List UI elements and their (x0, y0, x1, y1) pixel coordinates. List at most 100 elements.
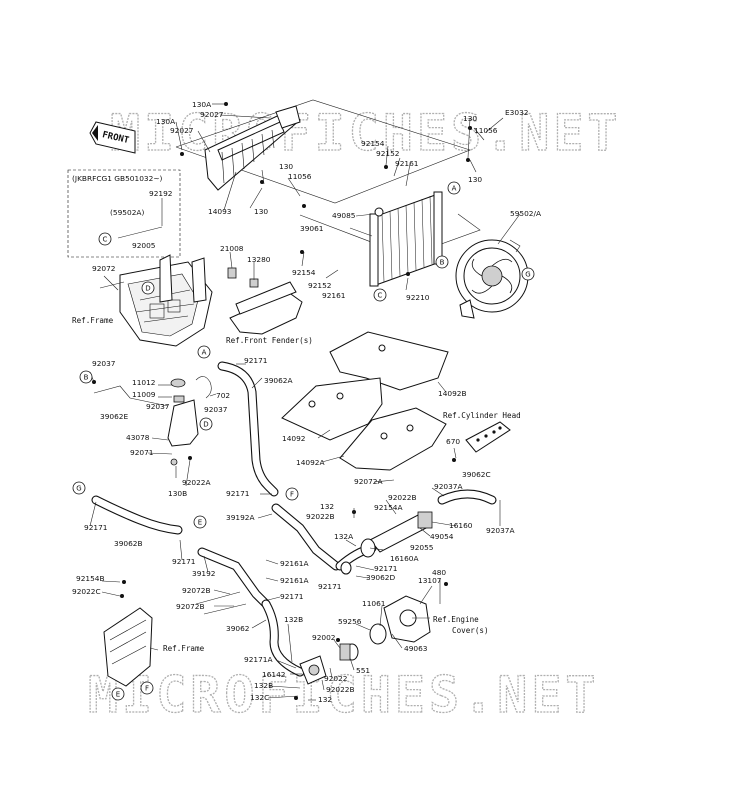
svg-text:D: D (203, 421, 208, 429)
cooling-fan-59502A (455, 239, 529, 319)
reservoir-tank-43078 (167, 376, 212, 466)
part-label: 130 (463, 114, 477, 123)
part-label: 39062D (366, 573, 396, 582)
part-label: 14092B (438, 389, 467, 398)
part-label: 92037 (146, 402, 170, 411)
part-label: 43078 (126, 433, 150, 442)
part-label: 13280 (247, 255, 271, 264)
front-direction-tag: FRONT (89, 121, 136, 154)
part-label: 92002 (312, 633, 336, 642)
svg-text:E: E (198, 519, 202, 527)
callout-G-fan: G (521, 267, 535, 281)
part-label: 49063 (404, 644, 428, 653)
ref-cylinder-head: Ref.Cylinder Head (443, 411, 521, 420)
part-label: 92161 (322, 291, 346, 300)
part-label: 92072 (92, 264, 116, 273)
part-label: 39192A (226, 513, 255, 522)
svg-text:C: C (103, 236, 108, 244)
part-label: 92171 (226, 489, 250, 498)
part-label: 39062B (114, 539, 143, 548)
part-label: 92171 (172, 557, 196, 566)
callout-C-note: C (98, 232, 112, 246)
part-label: 92152 (376, 149, 400, 158)
part-label: 92055 (410, 543, 434, 552)
water-pipe-assembly (340, 511, 433, 575)
callout-F-frame: F (140, 681, 154, 695)
callout-B-hose: B (79, 370, 93, 384)
part-label: 92152 (308, 281, 332, 290)
ref-front-fender: Ref.Front Fender(s) (226, 336, 313, 345)
svg-text:G: G (525, 271, 530, 279)
part-label: 92171 (374, 564, 398, 573)
part-59502A-note: (59502A) (110, 208, 144, 217)
part-label: 92072A (354, 477, 383, 486)
svg-text:B: B (440, 259, 445, 267)
part-label: 92022B (388, 493, 417, 502)
callout-F-hose: F (285, 487, 299, 501)
part-label: 49085 (332, 211, 356, 220)
radiator-shroud-14093 (204, 105, 301, 191)
part-label: 11056 (288, 172, 312, 181)
part-label: 92022B (306, 512, 335, 521)
part-label: 92171 (318, 582, 342, 591)
part-label: 14092 (282, 434, 306, 443)
part-label: 551 (356, 666, 370, 675)
ref-frame-bottom: Ref.Frame (163, 644, 205, 653)
part-label: 39062E (100, 412, 129, 421)
callout-E-frame: E (111, 687, 125, 701)
part-label: 480 (432, 568, 446, 577)
callout-C-radiator: C (373, 288, 387, 302)
part-label: 130A (192, 100, 211, 109)
part-label: 92037A (486, 526, 515, 535)
watermark-bottom: MICROFICHES.NET (88, 666, 600, 724)
part-label: 132A (334, 532, 353, 541)
callout-D-tank: D (199, 417, 213, 431)
svg-text:D: D (145, 285, 150, 293)
part-label: 670 (446, 437, 460, 446)
part-label: 92171 (84, 523, 108, 532)
part-label: 130 (279, 162, 293, 171)
part-label: 92161 (395, 159, 419, 168)
part-92005: 92005 (132, 241, 156, 250)
part-label: 92027 (200, 110, 224, 119)
frame-assembly-top (119, 254, 213, 347)
part-label: 39192 (192, 569, 216, 578)
serial-note-text: (JKBRFCG1 GB501032~) (72, 174, 163, 183)
part-label: 92171A (244, 655, 273, 664)
part-label: 132B (254, 681, 273, 690)
part-label: 13107 (418, 576, 442, 585)
part-label: 132 (320, 502, 334, 511)
svg-text:F: F (145, 685, 149, 693)
part-label: 16142 (262, 670, 286, 679)
part-label: 92161A (280, 576, 309, 585)
part-label: 14092A (296, 458, 325, 467)
part-label: 49054 (430, 532, 454, 541)
floor-panel-14092B (329, 331, 449, 391)
fitting-16142 (299, 655, 327, 685)
part-label: 130A (156, 117, 175, 126)
part-label: 92037 (204, 405, 228, 414)
part-label: 11012 (132, 378, 156, 387)
part-label: 92071 (130, 448, 154, 457)
part-label: 16160A (390, 554, 419, 563)
part-label: 11056 (474, 126, 498, 135)
part-label: 92037 (92, 359, 116, 368)
floor-panel-14092 (281, 377, 383, 441)
radiator-39061 (369, 191, 443, 287)
ref-frame-top: Ref.Frame (72, 316, 114, 325)
part-label: 39062 (226, 624, 250, 633)
part-label: 92022 (324, 674, 348, 683)
part-label: 59502/A (510, 209, 541, 218)
part-label: 21008 (220, 244, 244, 253)
part-label: 132 (318, 695, 332, 704)
part-label: 92161A (280, 559, 309, 568)
svg-text:C: C (378, 292, 383, 300)
part-label: 92171 (280, 592, 304, 601)
part-label: 92154B (76, 574, 105, 583)
engine-cover-assembly (339, 595, 431, 661)
callout-B-radiator: B (435, 255, 449, 269)
svg-text:A: A (202, 349, 207, 357)
part-label: 92171 (244, 356, 268, 365)
part-label: 702 (216, 391, 230, 400)
svg-text:E: E (116, 691, 120, 699)
